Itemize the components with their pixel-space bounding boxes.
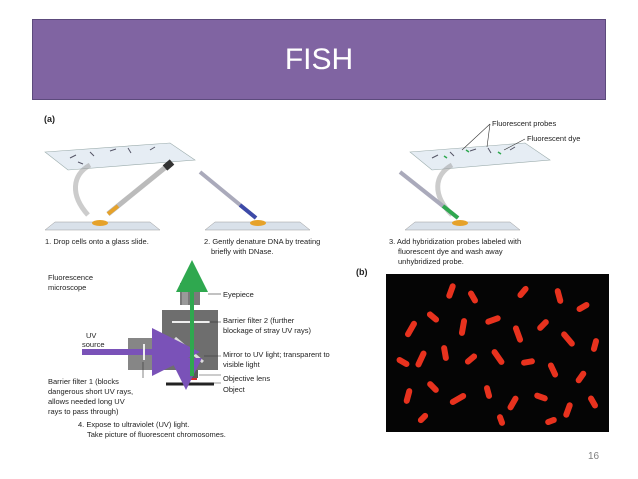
step-3-text-line2: fluorescent dye and wash away	[398, 247, 503, 256]
step-2-illustration	[198, 170, 311, 231]
glass-slide-3	[404, 221, 521, 231]
dropper	[106, 160, 174, 216]
step-4-text-line1: 4. Expose to ultraviolet (UV) light.	[78, 420, 189, 429]
slide-title: FISH	[284, 42, 354, 76]
glass-slide-2	[204, 221, 311, 231]
eyepiece-label: Eyepiece	[223, 290, 254, 299]
object-label: Object	[223, 385, 246, 394]
glass-slide-1	[44, 221, 161, 231]
slide-title-bar: FISH	[32, 19, 606, 100]
zoom-arrow-1	[73, 162, 92, 217]
slide-view-1	[44, 142, 196, 171]
step-2-text-line2: briefly with DNase.	[211, 247, 274, 256]
step-1-text: 1. Drop cells onto a glass slide.	[45, 237, 149, 246]
uv-source-label-line2: source	[82, 340, 105, 349]
step-3-text-line1: 3. Add hybridization probes labeled with	[389, 237, 521, 246]
panel-a-label: (a)	[44, 114, 55, 124]
step-2-text-line1: 2. Gently denature DNA by treating	[204, 237, 320, 246]
page-number: 16	[588, 451, 600, 462]
microscope-illustration	[82, 260, 221, 390]
probe-callout-line-1	[461, 123, 491, 151]
step-1-illustration	[44, 142, 196, 231]
slide-view-3	[409, 142, 551, 171]
mirror-label-line1: Mirror to UV light; transparent to	[223, 350, 330, 359]
barrier-filter-2-label-line1: Barrier filter 2 (further	[223, 316, 295, 325]
step-3-illustration	[398, 123, 551, 231]
step-3-text-line3: unhybridized probe.	[398, 257, 464, 266]
barrier-filter-1-label-line3: allows needed long UV	[48, 397, 125, 406]
microscope-heading-line2: microscope	[48, 283, 86, 292]
probes-callout: Fluorescent probes	[492, 119, 556, 128]
step-4-text-line2: Take picture of fluorescent chromosomes.	[87, 430, 226, 439]
microscope-heading-line1: Fluorescence	[48, 273, 93, 282]
barrier-filter-1-label-line4: rays to pass through)	[48, 407, 119, 416]
barrier-filter-2-label-line2: blockage of stray UV rays)	[223, 326, 311, 335]
dye-callout: Fluorescent dye	[527, 134, 580, 143]
probe-callout-line-2	[486, 123, 491, 148]
dye-callout-line	[503, 138, 526, 151]
cell-drop	[92, 220, 108, 226]
objective-lens-label: Objective lens	[223, 374, 270, 383]
barrier-filter-1-label-line2: dangerous short UV rays,	[48, 387, 133, 396]
barrier-filter-1-label-line1: Barrier filter 1 (blocks	[48, 377, 119, 386]
uv-source-label-line1: UV	[86, 331, 96, 340]
mirror-label-line2: visible light	[223, 360, 261, 369]
chromosome-spots	[396, 283, 600, 426]
panel-b-label: (b)	[356, 267, 368, 277]
